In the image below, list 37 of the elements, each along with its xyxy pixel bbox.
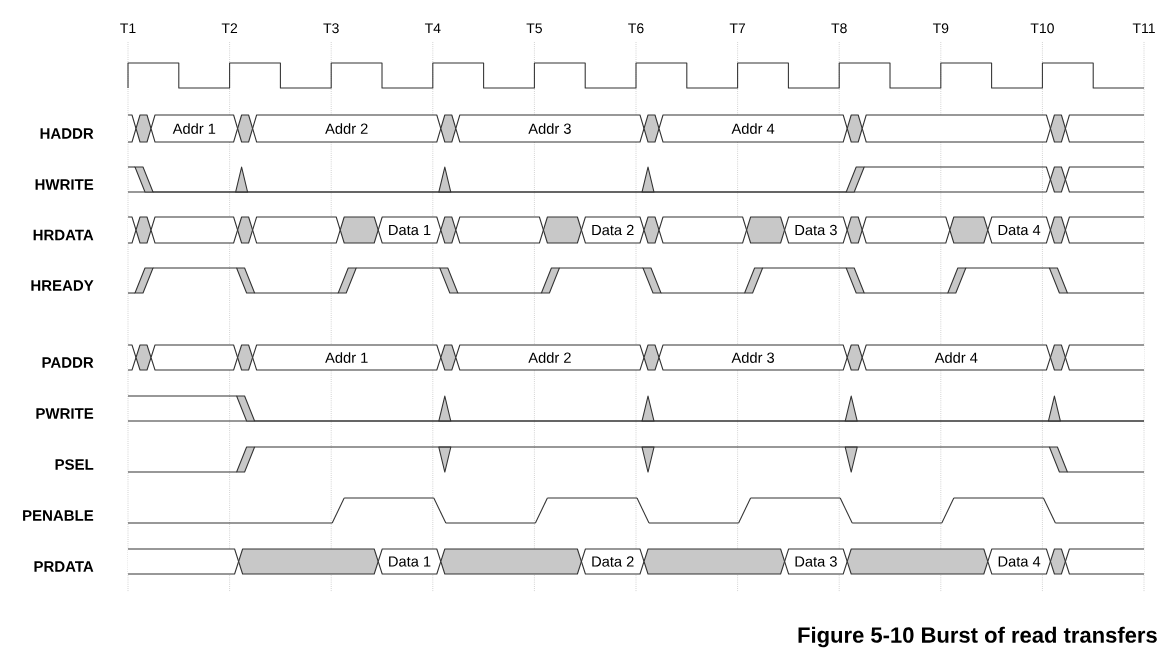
bus-value-label: Addr 3 [731,352,775,363]
time-label: T4 [424,23,441,33]
time-label: T10 [1030,23,1054,34]
signal-name: PADDR [42,357,94,368]
bus-value-label: Data 2 [592,556,634,567]
time-label: T6 [628,23,644,34]
bus-value-label: Data 1 [389,556,431,567]
bus-value-label: Addr 2 [528,352,571,363]
bus-value-label: Data 4 [998,224,1041,236]
bus-value-label: Addr 1 [325,352,368,363]
time-label: T7 [729,23,746,33]
signal-name: PWRITE [36,408,94,419]
time-label: T2 [221,23,238,33]
bus-value-label: Data 2 [592,224,634,236]
bus-value-label: Addr 2 [325,123,368,134]
time-label: T9 [932,23,949,34]
signal-name: HRDATA [33,229,94,241]
bus-value-label: Data 3 [795,556,837,567]
bus-value-label: Addr 1 [172,123,216,134]
signal-name: PRDATA [34,561,94,572]
bus-value-label: Addr 4 [731,123,775,134]
time-label: T3 [323,23,339,34]
figure-caption: Figure 5-10 Burst of read transfers [798,626,1157,648]
time-label: T11 [1132,23,1155,33]
bus-value-label: Data 3 [795,224,837,236]
signal-name: PSEL [55,459,94,470]
bus-value-label: Data 4 [998,556,1041,567]
time-label: T1 [120,23,136,33]
time-label: T8 [831,23,847,34]
signal-name: HADDR [40,128,94,139]
bus-value-label: Data 1 [389,224,431,236]
signal-name: PENABLE [23,510,94,521]
signal-name: HREADY [31,280,94,291]
bus-value-label: Addr 3 [528,123,571,134]
time-label: T5 [526,23,542,34]
bus-value-label: Addr 4 [934,352,978,363]
signal-name: HWRITE [35,179,94,190]
